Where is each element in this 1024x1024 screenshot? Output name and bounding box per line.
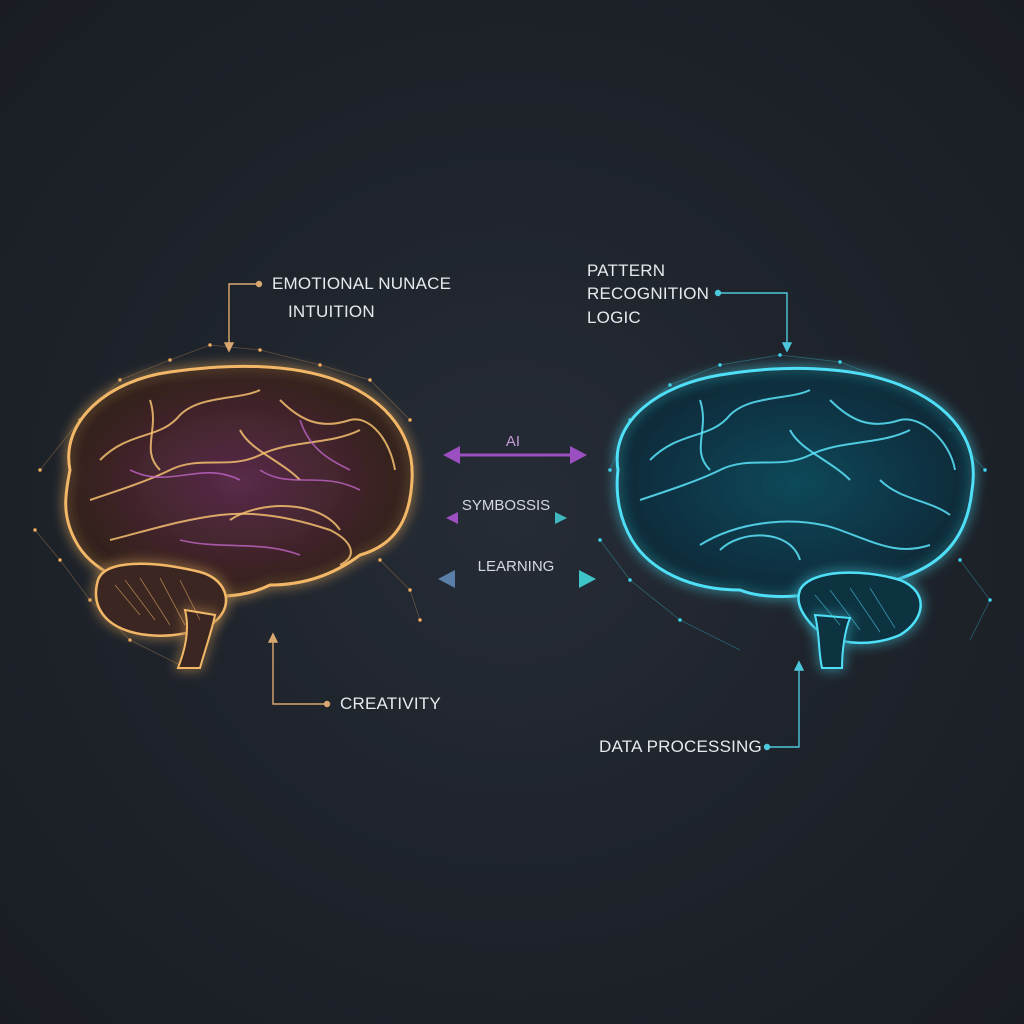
symbiosis-arrow-icon (446, 512, 567, 524)
emotional-nuance-label: EMOTIONAL NUNACE (272, 274, 452, 293)
pattern-leader-line (714, 289, 793, 353)
intuition-label: INTUITION (288, 302, 375, 321)
learning-arrow-icon (438, 570, 596, 588)
data-processing-leader-line (763, 660, 805, 751)
learning-label: LEARNING (477, 558, 555, 575)
logic-label: LOGIC (587, 308, 641, 327)
emotional-leader-line (223, 280, 263, 353)
creativity-label: CREATIVITY (340, 694, 441, 713)
data-processing-label: DATA PROCESSING (599, 737, 762, 756)
ai-arrow-icon (443, 446, 587, 464)
pattern-label: PATTERN (587, 261, 666, 280)
creativity-leader-line (267, 632, 331, 708)
recognition-label: RECOGNITION (587, 284, 710, 303)
ai-label: AI (505, 433, 521, 450)
symbiosis-label: SYMBOSSIS (461, 497, 551, 514)
left-brain-icon (33, 342, 422, 669)
right-brain-icon (598, 352, 993, 669)
